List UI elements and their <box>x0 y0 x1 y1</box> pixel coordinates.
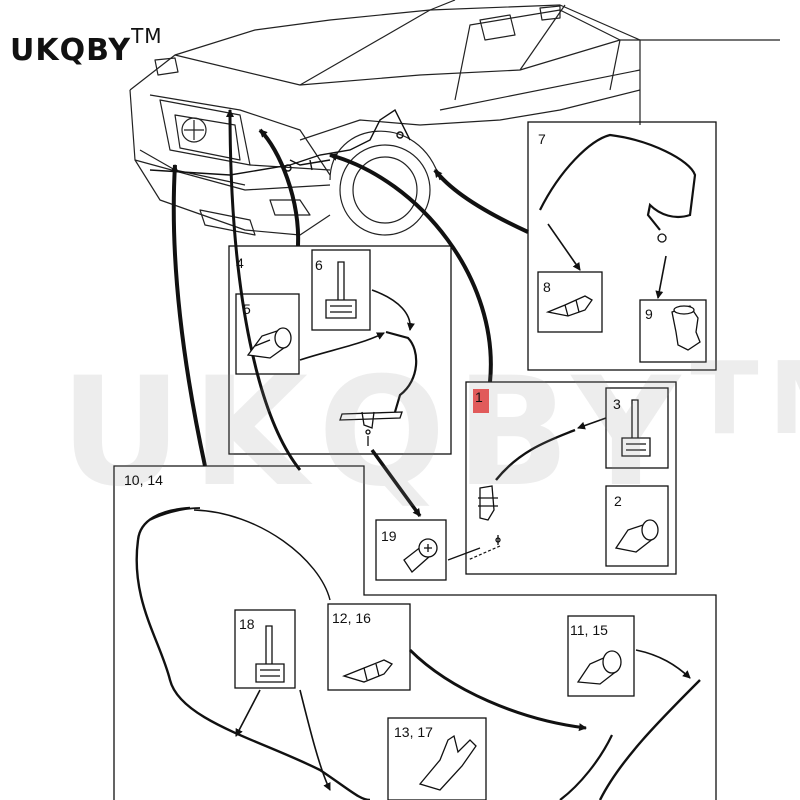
nozzle-9 <box>671 305 701 351</box>
y-connector-13-17 <box>418 734 477 791</box>
brand-logo: UKQBYTM <box>10 24 163 68</box>
callout-13-17: 13, 17 <box>394 724 433 740</box>
callout-8: 8 <box>543 279 551 295</box>
connector-2 <box>614 519 659 553</box>
callout-9: 9 <box>645 306 653 322</box>
callout-1: 1 <box>473 389 489 413</box>
watermark-text: UKQBY <box>60 346 691 520</box>
car-hose-routing <box>149 108 411 176</box>
box-19 <box>370 448 481 581</box>
callout-4: 4 <box>236 255 244 271</box>
callout-5: 5 <box>243 301 251 317</box>
box-4 <box>228 245 452 455</box>
callout-6: 6 <box>315 257 323 273</box>
bracket-3 <box>621 399 651 457</box>
car-illustration <box>129 0 780 236</box>
callout-11-15: 11, 15 <box>570 622 608 638</box>
brand-mark: TM <box>131 24 163 48</box>
connector-12-16 <box>342 659 394 683</box>
bracket-6 <box>325 261 357 319</box>
connector-8 <box>545 295 593 317</box>
callout-2: 2 <box>614 493 622 509</box>
connector-5 <box>246 327 292 359</box>
connector-11-15 <box>576 650 622 685</box>
callout-7: 7 <box>538 131 546 147</box>
callout-18: 18 <box>239 616 255 632</box>
watermark-mark: TM <box>690 340 800 457</box>
brand-name: UKQBY <box>10 33 132 68</box>
callout-19: 19 <box>381 528 397 544</box>
box-10-14 <box>113 465 717 800</box>
box-7 <box>527 121 717 371</box>
box-1 <box>465 381 677 575</box>
screw-19 <box>403 538 438 573</box>
watermark: UKQBYTM <box>60 340 800 520</box>
callout-10-14: 10, 14 <box>124 472 163 488</box>
callout-12-16: 12, 16 <box>332 610 371 626</box>
leader-arrows <box>170 109 529 471</box>
callout-3: 3 <box>613 396 621 412</box>
bracket-18 <box>255 625 285 683</box>
